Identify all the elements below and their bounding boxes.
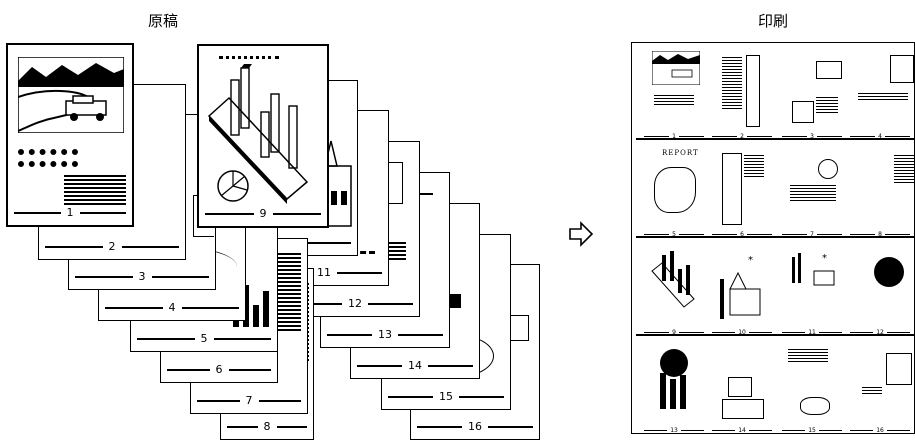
pie-chart-illustration xyxy=(217,170,249,202)
page-number: 13 xyxy=(378,328,392,341)
skyline-thumbnail xyxy=(660,349,688,409)
cell-number: 6 xyxy=(740,231,744,238)
sheet-cell-16: 16 xyxy=(846,341,914,434)
printed-sheet: 1 2 3 4 REPORT 5 6 7 8 xyxy=(631,42,915,434)
sheet-cell-9: 9 xyxy=(640,243,708,338)
page-number: 7 xyxy=(245,394,253,407)
sheet-cell-11: * 11 xyxy=(778,243,846,338)
cell-number: 13 xyxy=(670,427,678,434)
car-thumbnail xyxy=(652,51,700,85)
sheet-cell-10: * 10 xyxy=(708,243,776,338)
building-thumbnail: * xyxy=(792,253,835,286)
page-number: 16 xyxy=(468,420,482,433)
cell-number: 15 xyxy=(808,427,816,434)
page-number: 15 xyxy=(439,390,453,403)
cell-number: 9 xyxy=(672,329,676,336)
svg-text:*: * xyxy=(748,255,753,266)
cell-number: 12 xyxy=(876,329,884,336)
sheet-cell-2: 2 xyxy=(708,47,776,142)
cell-number: 7 xyxy=(810,231,814,238)
3d-chart-thumbnail xyxy=(651,251,695,308)
cell-number: 10 xyxy=(738,329,746,336)
sheet-cell-5: REPORT 5 xyxy=(640,145,708,240)
cell-number: 1 xyxy=(672,133,676,140)
church-thumbnail: * xyxy=(720,255,761,319)
page-number: 8 xyxy=(263,420,271,433)
page-number: 5 xyxy=(200,332,208,345)
cell-number: 14 xyxy=(738,427,746,434)
page-number: 11 xyxy=(317,266,331,279)
page-number: 6 xyxy=(215,363,223,376)
cell-number: 16 xyxy=(876,427,884,434)
cell-number: 4 xyxy=(878,133,882,140)
sheet-cell-13: 13 xyxy=(640,341,708,434)
page-number: 1 xyxy=(66,206,74,219)
cell-number: 11 xyxy=(808,329,816,336)
page-number: 3 xyxy=(138,270,146,283)
original-page-1: 1 xyxy=(6,43,134,227)
page-number: 14 xyxy=(408,359,422,372)
page-number: 9 xyxy=(259,207,267,220)
3d-bar-chart-illustration xyxy=(207,64,309,204)
svg-text:*: * xyxy=(822,253,827,264)
sheet-cell-4: 4 xyxy=(846,47,914,142)
sheet-cell-6: 6 xyxy=(708,145,776,240)
page-number: 4 xyxy=(168,301,176,314)
original-page-9: 9 xyxy=(197,44,329,228)
page-number: 2 xyxy=(108,240,116,253)
car-landscape-illustration xyxy=(18,57,124,133)
sheet-cell-8: 8 xyxy=(846,145,914,240)
printed-label: 印刷 xyxy=(758,12,789,30)
cell-number: 8 xyxy=(878,231,882,238)
cell-number: 5 xyxy=(672,231,676,238)
sheet-cell-1: 1 xyxy=(640,47,708,142)
sheet-cell-3: 3 xyxy=(778,47,846,142)
arrow-right-icon xyxy=(569,221,594,247)
sheet-cell-15: 15 xyxy=(778,341,846,434)
page-number: 12 xyxy=(348,297,362,310)
sheet-cell-12: 12 xyxy=(846,243,914,338)
sheet-cell-7: 7 xyxy=(778,145,846,240)
originals-label: 原稿 xyxy=(148,12,179,30)
sheet-cell-14: 14 xyxy=(708,341,776,434)
cell-number: 3 xyxy=(810,133,814,140)
cell-number: 2 xyxy=(740,133,744,140)
report-text: REPORT xyxy=(662,149,699,157)
